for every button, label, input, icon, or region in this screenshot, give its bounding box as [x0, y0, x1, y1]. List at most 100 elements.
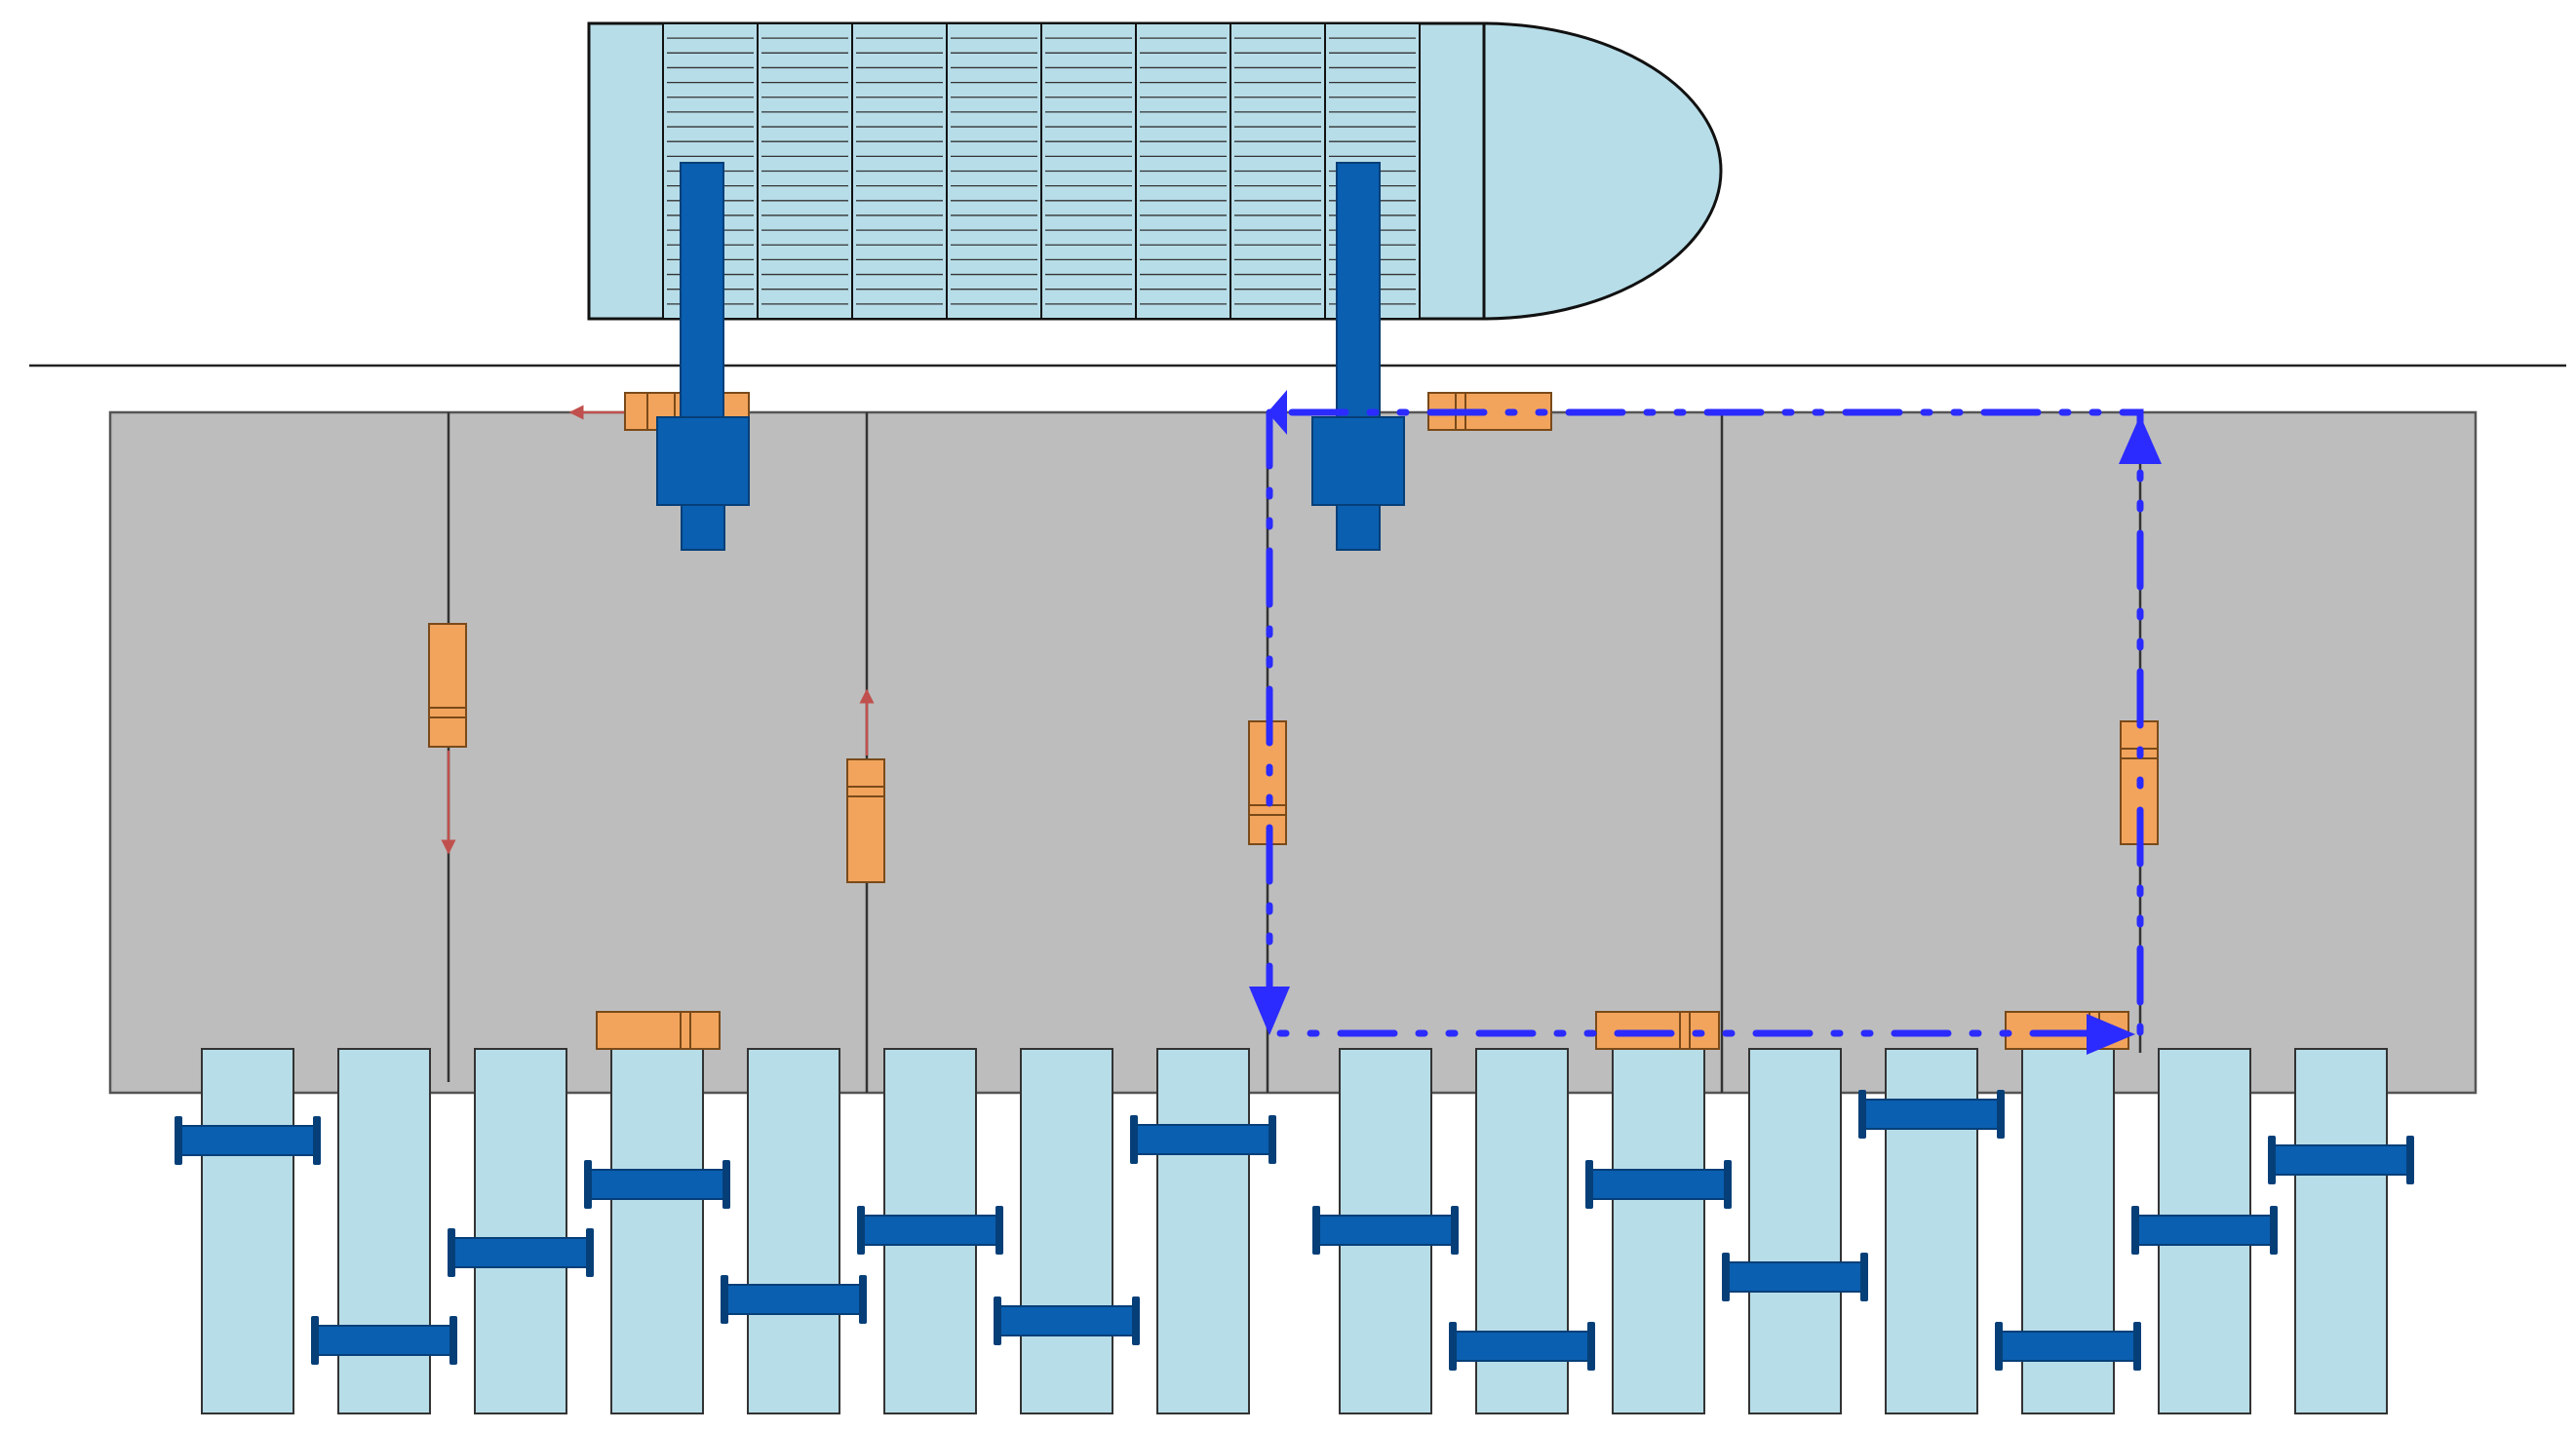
yard-crane-end [448, 1228, 455, 1277]
yard-crane-bar [2271, 1144, 2411, 1176]
yard-crane-bar [177, 1125, 318, 1156]
storage-block [1748, 1048, 1842, 1414]
storage-block [337, 1048, 431, 1414]
route-arrowhead [2087, 1014, 2135, 1055]
yard-crane-end [175, 1116, 182, 1165]
yard-crane-end [1449, 1322, 1457, 1371]
yard-crane-bar [2134, 1215, 2275, 1246]
yard-crane [175, 1116, 321, 1165]
yard-crane-end [857, 1206, 865, 1255]
storage-block [610, 1048, 704, 1414]
yard-crane [1130, 1115, 1276, 1164]
crane-base [656, 416, 750, 506]
bay-rows [856, 37, 943, 305]
storage-block [1156, 1048, 1250, 1414]
route-arrowhead [1268, 390, 1287, 435]
yard-area [108, 410, 2478, 1095]
route-arrowhead [2119, 415, 2162, 464]
yard-crane-end [2268, 1136, 2276, 1184]
yard-crane-bar [1452, 1331, 1592, 1362]
yard-crane-end [584, 1160, 592, 1209]
yard-crane-end [859, 1275, 867, 1324]
yard-crane-end [1585, 1160, 1593, 1209]
yard-crane-bar [1725, 1261, 1865, 1293]
agv-body [596, 1011, 721, 1050]
yard-crane-end [1722, 1253, 1730, 1301]
vessel-bow [1480, 21, 1723, 321]
yard-crane-end [1451, 1206, 1459, 1255]
movement-arrows [441, 405, 875, 855]
storage-block [474, 1048, 567, 1414]
yard-crane-end [449, 1316, 457, 1365]
storage-block [201, 1048, 294, 1414]
yard-crane-end [313, 1116, 321, 1165]
yard-crane-bar [860, 1215, 1000, 1246]
agv-vehicle [596, 1011, 721, 1050]
yard-crane [2268, 1136, 2414, 1184]
crane-boom [680, 162, 724, 419]
route-path [1266, 408, 2144, 1037]
yard-crane [1585, 1160, 1732, 1209]
agv-body [428, 623, 467, 748]
crane-leg [681, 504, 725, 551]
storage-block [1020, 1048, 1113, 1414]
yard-crane [1858, 1090, 2005, 1139]
crane-base [1311, 416, 1405, 506]
yard-crane-bar [1861, 1099, 2002, 1130]
bay-rows [1234, 37, 1321, 305]
yard-crane-end [722, 1160, 730, 1209]
yard-crane [584, 1160, 730, 1209]
agv-vehicle [428, 623, 467, 748]
yard-crane-bar [587, 1169, 727, 1200]
vessel [587, 21, 1723, 321]
yard-crane [311, 1316, 457, 1365]
storage-block [2294, 1048, 2388, 1414]
yard-crane [721, 1275, 867, 1324]
yard-crane-end [1997, 1090, 2005, 1139]
route-arrowhead [1249, 987, 1290, 1035]
bay-rows [951, 37, 1037, 305]
yard-crane-end [721, 1275, 728, 1324]
bay-rows [761, 37, 848, 305]
yard-crane [1449, 1322, 1595, 1371]
yard-crane-bar [1315, 1215, 1456, 1246]
yard-crane [1995, 1322, 2141, 1371]
yard-crane-bar [1133, 1124, 1273, 1155]
quay-crane [1311, 162, 1405, 551]
yard-crane [1722, 1253, 1868, 1301]
storage-block [747, 1048, 840, 1414]
agv-body [846, 758, 885, 883]
yard-crane-end [1130, 1115, 1138, 1164]
yard-crane-end [1587, 1322, 1595, 1371]
yard-crane-bar [450, 1237, 591, 1268]
yard-crane [2131, 1206, 2278, 1255]
yard-crane-bar [723, 1284, 864, 1315]
yard-crane-end [311, 1316, 319, 1365]
bay-rows [1045, 37, 1132, 305]
yard-crane-end [1268, 1115, 1276, 1164]
yard-crane-end [2133, 1322, 2141, 1371]
crane-boom [1336, 162, 1381, 419]
yard-crane-end [1724, 1160, 1732, 1209]
quay-crane [656, 162, 750, 551]
yard-crane-end [1858, 1090, 1866, 1139]
agv-vehicle [846, 758, 885, 883]
yard-crane-end [2270, 1206, 2278, 1255]
yard-crane-end [1132, 1297, 1140, 1345]
yard-crane-bar [1998, 1331, 2138, 1362]
yard-crane-bar [314, 1325, 454, 1356]
yard-crane-end [2406, 1136, 2414, 1184]
yard-crane-end [1995, 1322, 2003, 1371]
storage-block [1612, 1048, 1705, 1414]
yard-crane [448, 1228, 594, 1277]
yard-crane-end [586, 1228, 594, 1277]
vessel-bays [662, 22, 1421, 320]
crane-leg [1336, 504, 1381, 551]
yard-crane-end [1312, 1206, 1320, 1255]
yard-cranes [175, 1090, 2414, 1371]
yard-crane [857, 1206, 1003, 1255]
yard-crane-end [2131, 1206, 2139, 1255]
yard-crane-bar [1588, 1169, 1729, 1200]
bay-rows [1140, 37, 1227, 305]
